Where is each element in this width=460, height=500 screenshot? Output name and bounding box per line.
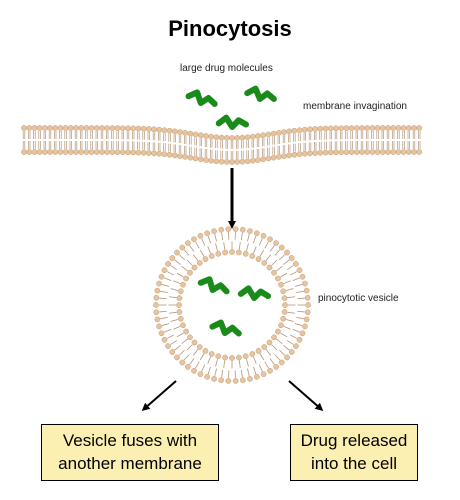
outcome-box-vesicle-fuses: Vesicle fuses with another membrane [41,424,219,481]
arrow-down-right-icon [288,380,324,411]
drug-molecule-icon [237,285,272,301]
outcome-release-line2: into the cell [311,454,397,473]
outcome-fuse-line2: another membrane [58,454,202,473]
drug-molecule-icon [185,89,218,107]
outcome-box-drug-released: Drug released into the cell [290,424,418,481]
drug-molecule-icon [244,85,277,102]
diagram-title: Pinocytosis [168,16,292,41]
label-pinocytotic-vesicle: pinocytotic vesicle [318,293,399,304]
outcome-fuse-line1: Vesicle fuses with [62,431,198,450]
drug-molecule-icon [197,276,230,295]
label-large-drug-molecules: large drug molecules [180,63,273,74]
drug-molecule-icon [215,114,250,130]
outcome-release-line1: Drug released [300,431,408,450]
arrow-down-left-icon [141,380,177,411]
drug-molecule-icon [209,319,242,337]
label-membrane-invagination: membrane invagination [303,101,407,112]
cell-membrane-bilayer [21,125,423,165]
pinocytotic-vesicle [153,226,311,384]
drug-molecules [185,85,277,337]
